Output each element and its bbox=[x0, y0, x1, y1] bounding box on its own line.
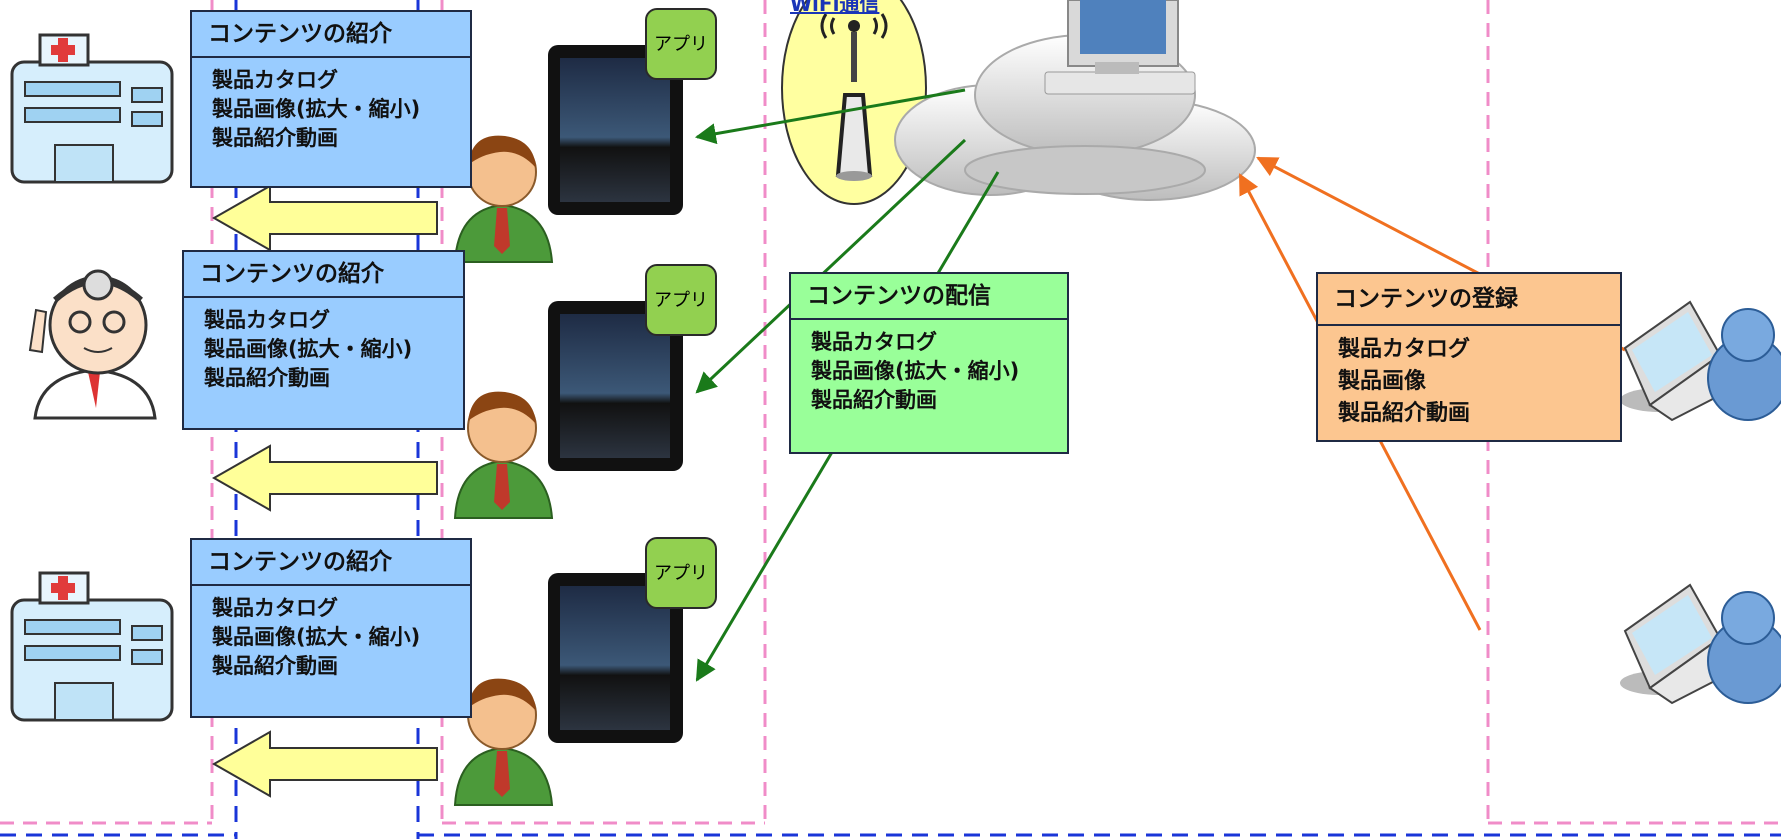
content-item: 製品紹介動画 bbox=[204, 366, 330, 390]
laptop-user-icon bbox=[1620, 300, 1781, 422]
wifi-label[interactable]: WiFi通信 bbox=[790, 0, 880, 16]
content-item: 製品カタログ bbox=[212, 596, 338, 620]
content-item: 製品紹介動画 bbox=[212, 654, 338, 678]
content-item: 製品画像(拡大・縮小) bbox=[212, 97, 421, 121]
registration-item: 製品画像 bbox=[1338, 369, 1427, 394]
app-tag[interactable]: アプリ bbox=[645, 264, 717, 336]
doctor-icon bbox=[28, 269, 157, 420]
app-tag[interactable]: アプリ bbox=[645, 8, 717, 80]
content-item: 製品画像(拡大・縮小) bbox=[212, 625, 421, 649]
content-intro-title: コンテンツの紹介 bbox=[192, 12, 470, 58]
handover-arrows bbox=[211, 184, 438, 798]
content-intro-box-1: コンテンツの紹介 製品カタログ 製品画像(拡大・縮小) 製品紹介動画 bbox=[190, 10, 472, 188]
cloud-server-icon bbox=[894, 0, 1256, 201]
content-item: 製品カタログ bbox=[204, 308, 330, 332]
hospital-icon bbox=[10, 33, 174, 184]
content-item: 製品カタログ bbox=[212, 68, 338, 92]
content-intro-box-3: コンテンツの紹介 製品カタログ 製品画像(拡大・縮小) 製品紹介動画 bbox=[190, 538, 472, 718]
wifi-router-icon bbox=[781, 0, 927, 205]
handover-arrow-2 bbox=[211, 444, 438, 512]
delivery-arrow-2 bbox=[695, 138, 967, 394]
laptop-user-icon bbox=[1620, 583, 1781, 705]
handover-arrow-3 bbox=[211, 730, 438, 798]
content-registration-title: コンテンツの登録 bbox=[1318, 274, 1620, 326]
content-intro-title: コンテンツの紹介 bbox=[184, 252, 463, 298]
hospital-icon bbox=[10, 571, 174, 722]
delivery-item: 製品画像(拡大・縮小) bbox=[811, 359, 1020, 383]
sales-rep-icon bbox=[453, 391, 554, 519]
registration-item: 製品紹介動画 bbox=[1338, 401, 1471, 426]
content-registration-box: コンテンツの登録 製品カタログ 製品画像 製品紹介動画 bbox=[1316, 272, 1622, 442]
app-tag[interactable]: アプリ bbox=[645, 537, 717, 609]
content-intro-box-2: コンテンツの紹介 製品カタログ 製品画像(拡大・縮小) 製品紹介動画 bbox=[182, 250, 465, 430]
delivery-item: 製品紹介動画 bbox=[811, 388, 937, 412]
content-intro-title: コンテンツの紹介 bbox=[192, 540, 470, 586]
delivery-item: 製品カタログ bbox=[811, 330, 937, 354]
tablet-icon bbox=[548, 45, 683, 215]
content-item: 製品画像(拡大・縮小) bbox=[204, 337, 413, 361]
content-delivery-box: コンテンツの配信 製品カタログ 製品画像(拡大・縮小) 製品紹介動画 bbox=[789, 272, 1069, 454]
tablet-icon bbox=[548, 301, 683, 471]
content-item: 製品紹介動画 bbox=[212, 126, 338, 150]
handover-arrow-1 bbox=[211, 184, 438, 252]
tablet-icon bbox=[548, 573, 683, 743]
sales-rep-icon bbox=[453, 678, 554, 806]
registration-item: 製品カタログ bbox=[1338, 337, 1471, 362]
sales-rep-icon bbox=[453, 135, 554, 263]
delivery-arrow-1 bbox=[694, 88, 966, 145]
content-delivery-title: コンテンツの配信 bbox=[791, 274, 1067, 320]
